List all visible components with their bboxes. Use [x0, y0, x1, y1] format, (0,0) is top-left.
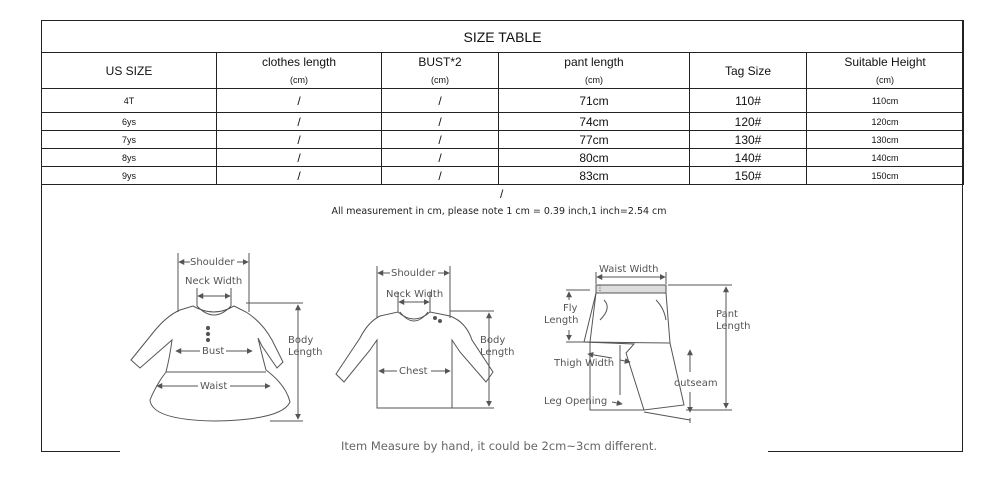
separator-mark: / — [500, 187, 504, 201]
measurement-note: All measurement in cm, please note 1 cm … — [331, 206, 667, 217]
table-row: 9ys / / 83cm 150# 150cm — [41, 166, 965, 185]
footer-gap — [120, 448, 768, 456]
pants-outseam-label: outseam — [674, 378, 718, 389]
table-row: 6ys / / 74cm 120# 120cm — [41, 112, 965, 131]
cell-clothes-length: / — [216, 88, 382, 113]
table-row: 7ys / / 77cm 130# 130cm — [41, 130, 965, 149]
shirt-diagram — [335, 266, 494, 409]
header-bust: BUST*2(cm) — [381, 52, 499, 89]
shirt-neck-width-label: Neck Width — [386, 289, 443, 300]
shirt-length-label: Length — [480, 347, 515, 358]
pants-waist-width-label: Waist Width — [599, 264, 659, 275]
pants-thigh-width-label: Thigh Width — [553, 358, 614, 369]
pants-leg-opening-label: Leg Opening — [544, 396, 607, 407]
footer-note: Item Measure by hand, it could be 2cm~3c… — [340, 439, 658, 453]
cell-bust: / — [381, 88, 499, 113]
header-row: US SIZE clothes length(cm) BUST*2(cm) pa… — [41, 52, 965, 89]
pants-fly-label: Fly — [563, 303, 578, 314]
pants-diagram — [566, 272, 732, 423]
dress-shoulder-label: Shoulder — [190, 257, 235, 268]
shirt-outline — [335, 311, 494, 409]
header-tag-size: Tag Size — [689, 52, 807, 89]
header-us-size: US SIZE — [41, 52, 217, 89]
shirt-shoulder-label: Shoulder — [391, 268, 436, 279]
dress-neck-width-label: Neck Width — [185, 276, 242, 287]
shirt-body-label: Body — [480, 335, 505, 346]
cell-pant-length: 83cm — [498, 166, 690, 185]
dress-length-label: Length — [288, 347, 323, 358]
pants-pant-length-label: Length — [716, 321, 751, 332]
pants-fly-length-label: Length — [544, 315, 579, 326]
dress-waist-label: Waist — [200, 381, 227, 392]
cell-suitable-height: 150cm — [805, 166, 965, 185]
pants-waistband — [595, 284, 667, 294]
dress-body-label: Body — [288, 335, 313, 346]
size-table: SIZE TABLE US SIZE clothes length(cm) BU… — [40, 20, 965, 185]
dress-bust-label: Bust — [202, 346, 224, 357]
shirt-chest-label: Chest — [399, 366, 428, 377]
pants-outline — [583, 292, 685, 411]
dress-diagram — [130, 253, 303, 422]
header-pant-length: pant length(cm) — [498, 52, 690, 89]
dress-outline — [130, 305, 291, 422]
cell-tag-size: 150# — [689, 166, 807, 185]
pants-pant-label: Pant — [716, 309, 738, 320]
table-row: 4T / / 71cm 110# 110cm — [41, 88, 965, 113]
